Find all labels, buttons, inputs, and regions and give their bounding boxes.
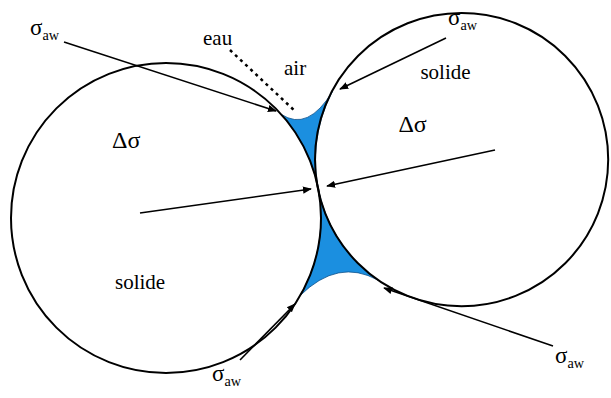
grain-circle — [11, 63, 321, 373]
surface-tension-label: σaw — [448, 6, 477, 29]
subscript: aw — [224, 373, 241, 389]
subscript: aw — [460, 17, 477, 33]
solid-label: solide — [420, 62, 470, 83]
surface-tension-label: σaw — [30, 16, 59, 39]
subscript: aw — [42, 27, 59, 43]
symbol: σ — [30, 15, 42, 40]
air-label: air — [284, 58, 306, 79]
grain-outline — [9, 61, 323, 375]
solid-grain: Δσ solide — [11, 63, 321, 373]
delta-sigma-label: Δσ — [398, 112, 426, 136]
surface-tension-label: σaw — [555, 344, 584, 367]
water-meniscus — [281, 91, 378, 295]
surface-tension-label: σaw — [212, 362, 241, 385]
force-arrow — [140, 189, 311, 213]
solid-label: solide — [115, 272, 165, 293]
symbol: σ — [448, 5, 460, 30]
solid-grain: solideΔσ — [315, 13, 608, 306]
delta-sigma-label: Δσ — [112, 128, 140, 152]
subscript: aw — [567, 355, 584, 371]
symbol: σ — [212, 361, 224, 386]
water-label: eau — [203, 28, 232, 49]
grain-circle — [315, 13, 608, 306]
symbol: σ — [555, 343, 567, 368]
force-arrow — [327, 150, 495, 186]
tension-arrow — [240, 304, 295, 360]
tension-arrow — [64, 42, 276, 111]
grain-outline — [313, 11, 610, 308]
